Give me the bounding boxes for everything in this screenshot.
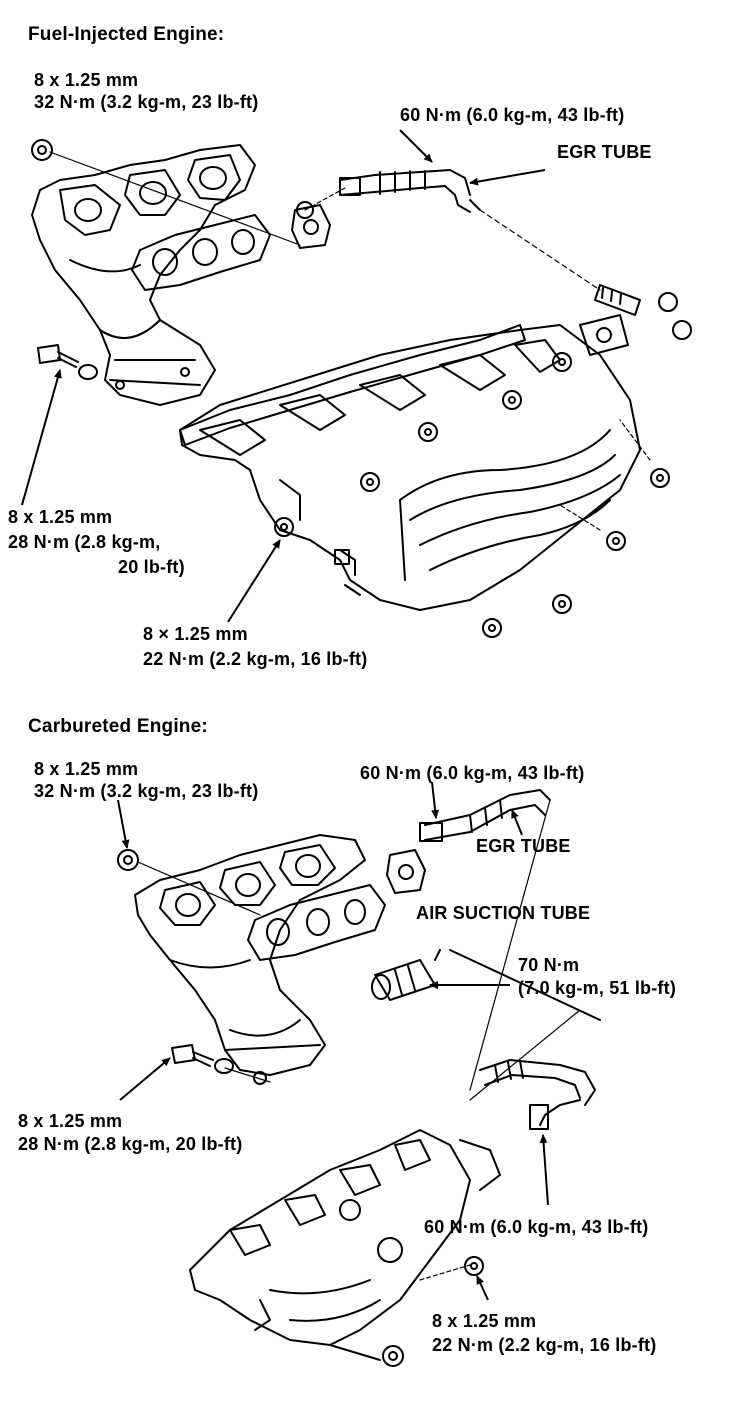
- carb-egr-torque: 60 N·m (6.0 kg-m, 43 lb-ft): [360, 763, 585, 783]
- fi-egr-torque: 60 N·m (6.0 kg-m, 43 lb-ft): [400, 105, 625, 125]
- carb-bracket-bolt-torque: 28 N·m (2.8 kg-m, 20 lb-ft): [18, 1134, 243, 1154]
- fi-egr-tube: [339, 169, 641, 316]
- carb-air-suction-torque-a: 70 N·m: [518, 955, 580, 975]
- fi-heading: Fuel-Injected Engine:: [28, 24, 225, 45]
- carb-exhaust-nut-torque: 32 N·m (3.2 kg-m, 23 lb-ft): [34, 781, 259, 801]
- fi-intake-nut-size: 8 × 1.25 mm: [143, 624, 248, 644]
- carb-air-suction-tube-label: AIR SUCTION TUBE: [416, 903, 591, 923]
- carb-intake-nut-torque: 22 N·m (2.2 kg-m, 16 lb-ft): [432, 1335, 657, 1355]
- fi-bracket-bolt-torque-b: 20 lb-ft): [118, 557, 185, 577]
- carb-egr-tube-label: EGR TUBE: [476, 836, 571, 856]
- carb-bracket-bolt-size: 8 x 1.25 mm: [18, 1111, 123, 1131]
- carb-exhaust-nut-size: 8 x 1.25 mm: [34, 759, 139, 779]
- carb-lower-tube: [479, 1059, 596, 1130]
- fi-intake-manifold: [179, 324, 641, 611]
- carb-air-suction-torque-b: (7.0 kg-m, 51 lb-ft): [518, 978, 677, 998]
- fi-intake-nut-torque: 22 N·m (2.2 kg-m, 16 lb-ft): [143, 649, 368, 669]
- carb-exhaust-gasket: [247, 884, 386, 961]
- fi-intake-gasket: [179, 324, 526, 446]
- fi-egr-tube-label: EGR TUBE: [557, 142, 652, 162]
- carb-heading: Carbureted Engine:: [28, 716, 208, 737]
- fi-bracket-bolt-size: 8 x 1.25 mm: [8, 507, 113, 527]
- fi-exhaust-nut-size: 8 x 1.25 mm: [34, 70, 139, 90]
- carb-egr-tube: [419, 789, 551, 1091]
- carb-intake-manifold: [189, 1129, 501, 1361]
- carb-intake-nut-size: 8 x 1.25 mm: [432, 1311, 537, 1331]
- carb-lower-torque: 60 N·m (6.0 kg-m, 43 lb-ft): [424, 1217, 649, 1237]
- fi-exhaust-gasket: [131, 214, 271, 291]
- fi-exhaust-manifold: [31, 144, 256, 406]
- fi-exhaust-nut-torque: 32 N·m (3.2 kg-m, 23 lb-ft): [34, 92, 259, 112]
- fi-bracket-bolt-torque-a: 28 N·m (2.8 kg-m,: [8, 532, 161, 552]
- carb-exhaust-manifold: [134, 834, 366, 1085]
